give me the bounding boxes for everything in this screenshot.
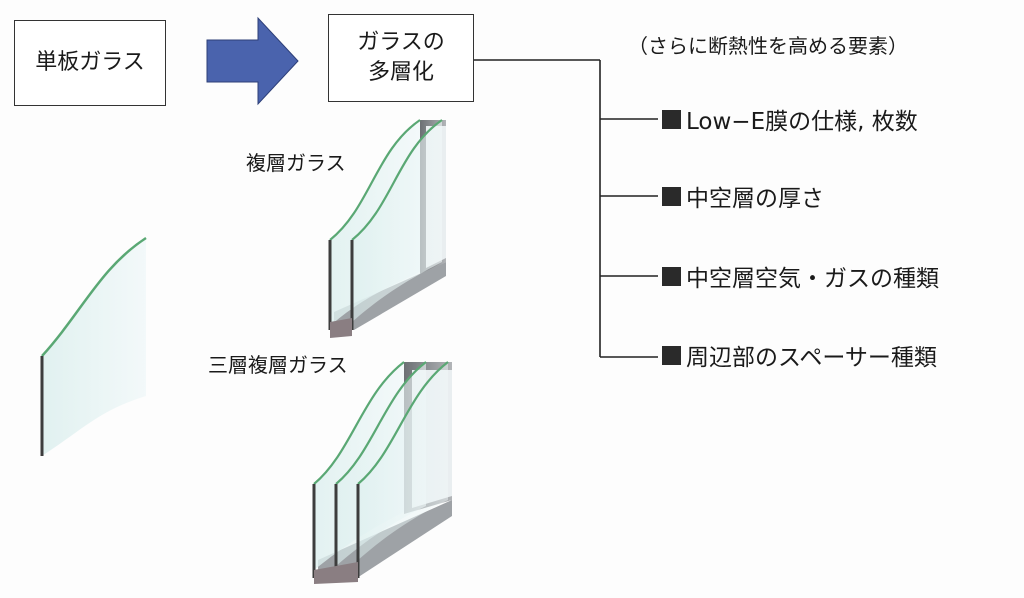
triple-glazing-label: 三層複層ガラス xyxy=(208,353,348,377)
square-bullet-icon xyxy=(662,186,681,206)
element-item-air-gap-thickness: 中空層の厚さ xyxy=(662,179,824,213)
triple-glazing-illustration xyxy=(312,361,452,584)
single-glass-label: 単板ガラス xyxy=(35,50,145,75)
element-item-text: 周辺部のスペーサー種類 xyxy=(686,345,937,371)
single-glass-box: 単板ガラス xyxy=(14,20,166,106)
element-item-spacer-type: 周辺部のスペーサー種類 xyxy=(662,338,937,372)
single-glass-pane-illustration xyxy=(40,236,147,456)
bracket-lines xyxy=(474,59,658,358)
double-glazing-illustration xyxy=(328,119,446,338)
element-item-low-e: Low−E膜の仕様, 枚数 xyxy=(662,102,918,136)
right-arrow-icon xyxy=(206,16,299,106)
multi-layer-label: ガラスの 多層化 xyxy=(357,28,445,88)
multi-layer-label-line1: ガラスの xyxy=(357,30,445,55)
square-bullet-icon xyxy=(662,109,681,129)
multi-layer-glass-box: ガラスの 多層化 xyxy=(328,14,474,102)
element-item-text: 中空層の厚さ xyxy=(686,186,824,212)
element-item-gas-type: 中空層空気・ガスの種類 xyxy=(662,259,939,293)
multi-layer-label-line2: 多層化 xyxy=(367,60,434,85)
element-item-text: 中空層空気・ガスの種類 xyxy=(686,266,939,292)
double-glazing-label: 複層ガラス xyxy=(246,151,346,175)
square-bullet-icon xyxy=(662,345,681,365)
elements-title: （さらに断熱性を高める要素） xyxy=(628,34,908,58)
square-bullet-icon xyxy=(662,266,681,286)
element-item-text: Low−E膜の仕様, 枚数 xyxy=(686,109,918,135)
